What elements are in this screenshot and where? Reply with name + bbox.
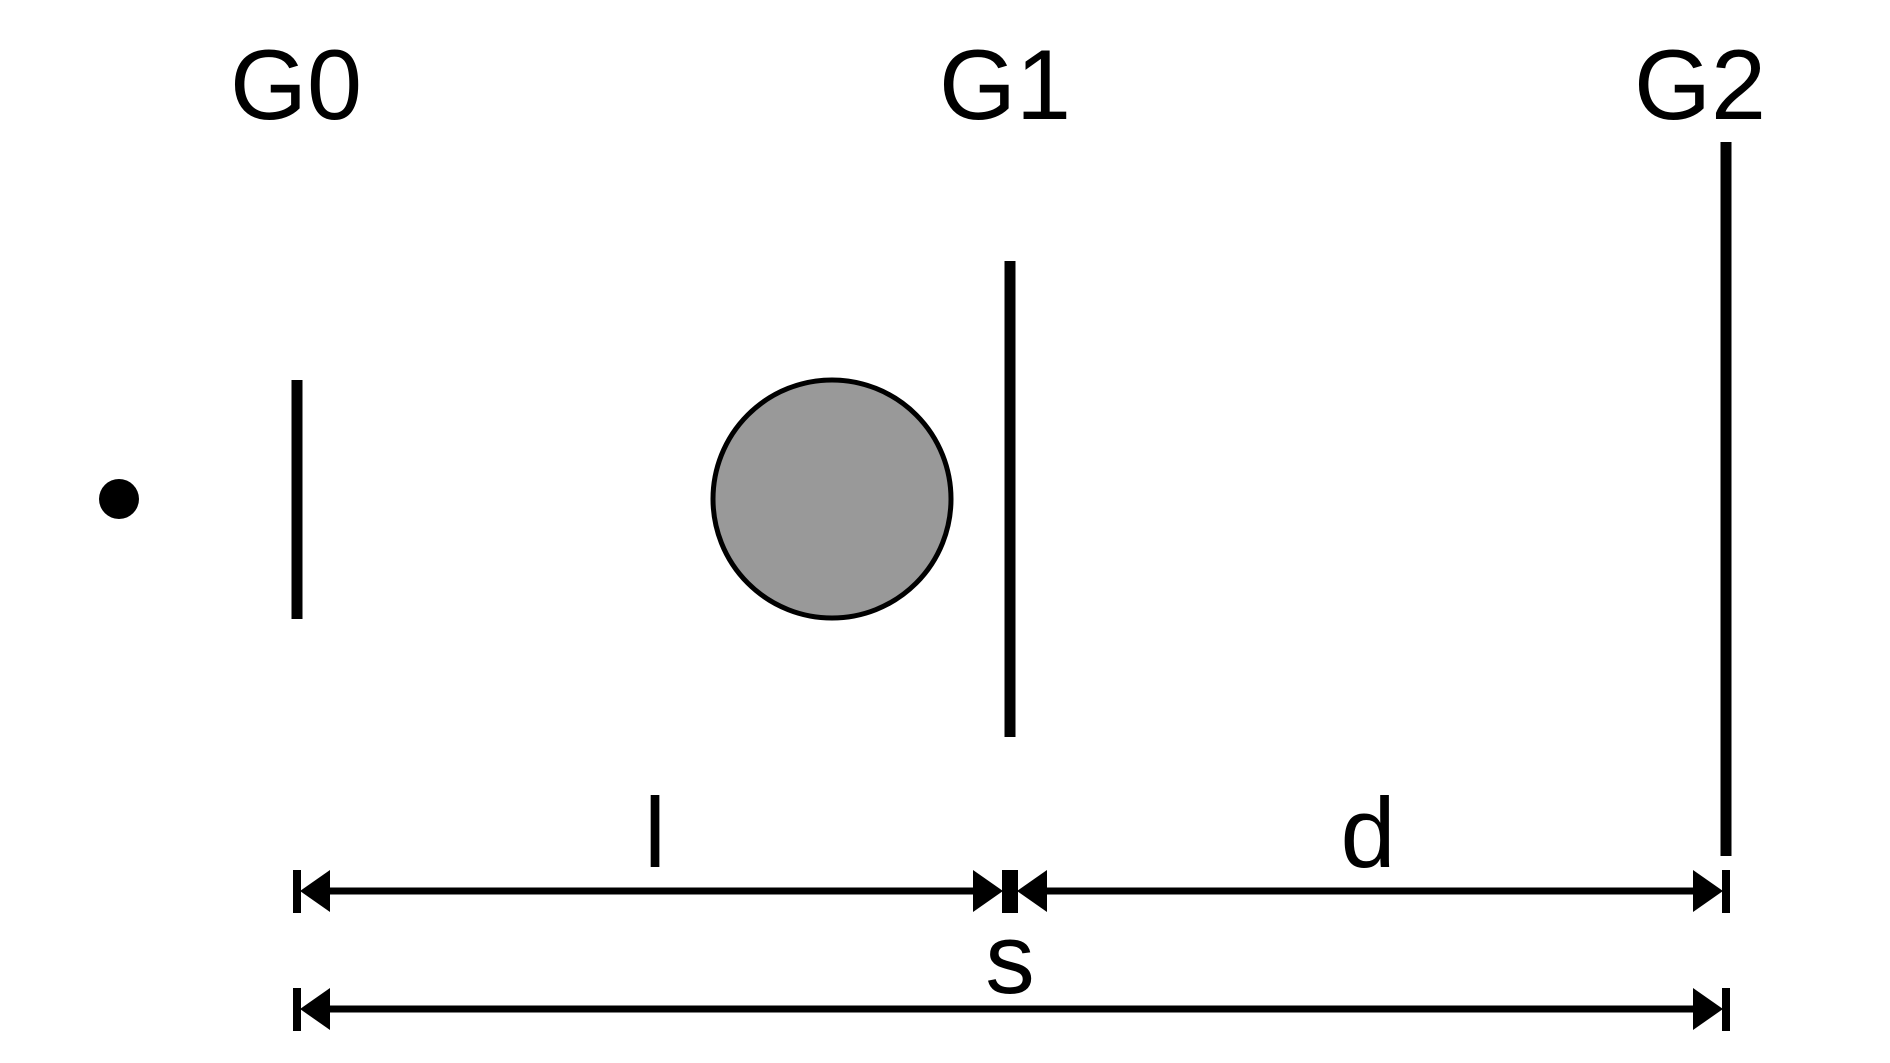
label-g2: G2 bbox=[1634, 29, 1766, 140]
sample-object bbox=[710, 377, 954, 621]
label-distance-d: d bbox=[1340, 777, 1395, 888]
label-distance-l: l bbox=[644, 777, 666, 888]
source-point bbox=[99, 479, 139, 519]
dimension-arrow-l bbox=[293, 870, 1010, 913]
label-g0: G0 bbox=[230, 29, 362, 140]
label-distance-s: s bbox=[985, 903, 1035, 1014]
dimension-arrow-s bbox=[293, 988, 1730, 1031]
label-g1: G1 bbox=[939, 29, 1071, 140]
dimension-arrow-d bbox=[1010, 870, 1730, 913]
